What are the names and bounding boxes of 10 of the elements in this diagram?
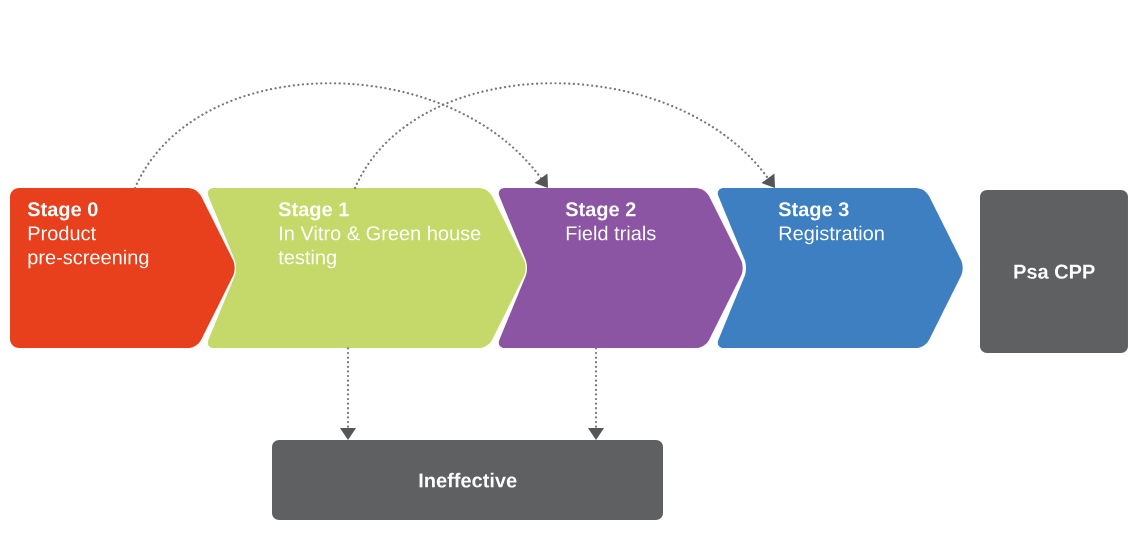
chevron-box: Stage 2 Field trials [498,188,743,348]
chevron-box: Stage 0 Product pre-screening [10,188,235,348]
chevron-box: Stage 3 Registration [717,188,963,348]
process-box: Ineffective [272,440,663,520]
arrow [588,347,604,440]
arrow [133,82,548,190]
process-box: Psa CPP [980,190,1128,353]
chevron-box: Stage 1 In Vitro & Green house testing [207,188,526,348]
arrow [340,347,356,440]
arrow [353,82,775,190]
